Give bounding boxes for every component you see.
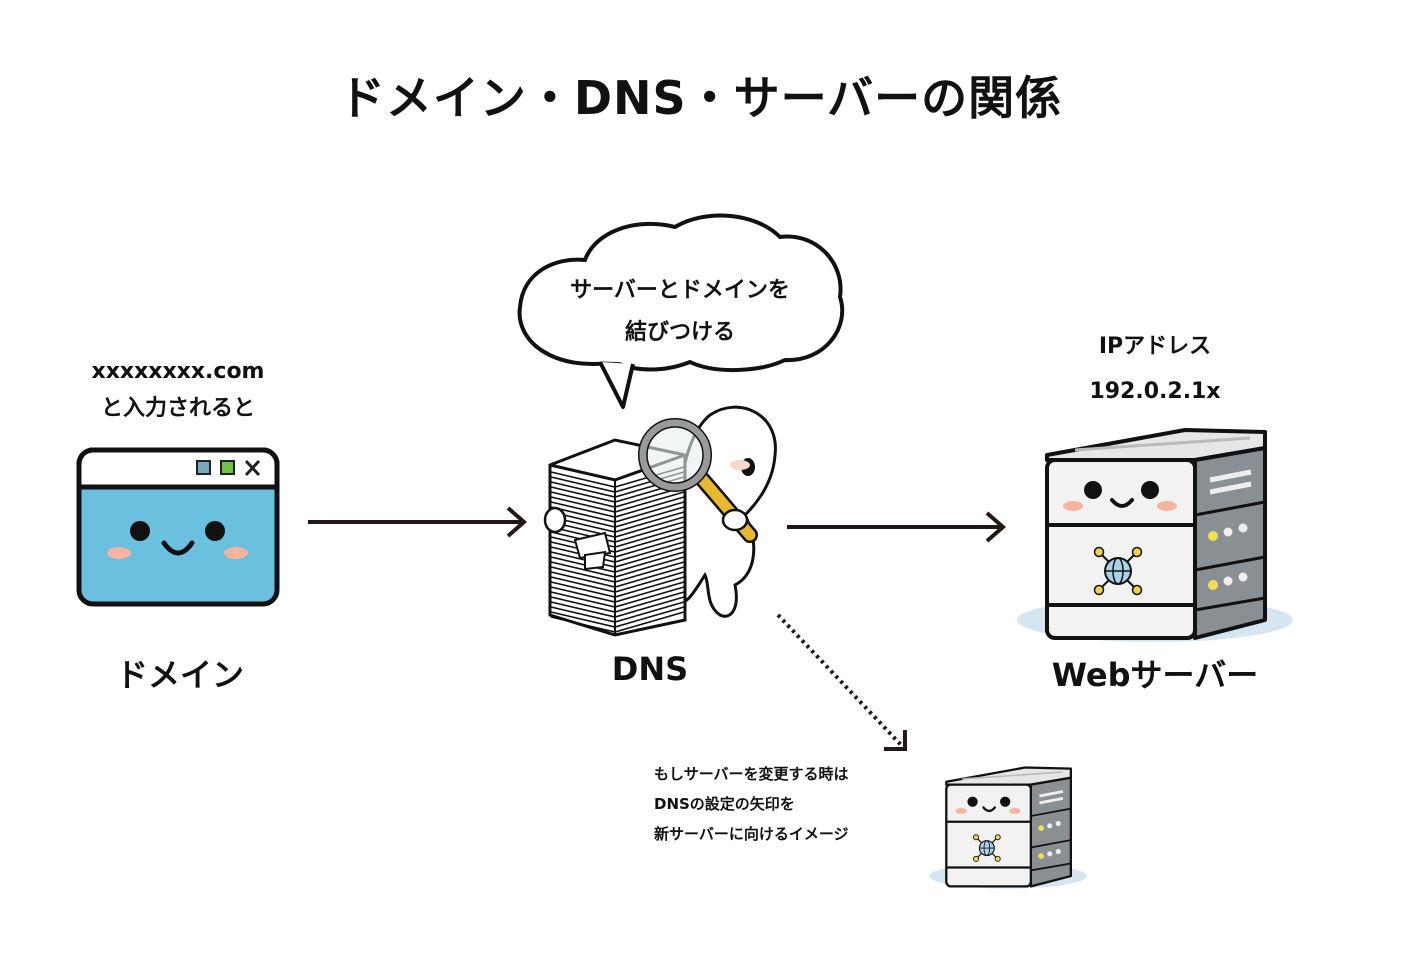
arrow-dns-to-webserver (787, 511, 1007, 543)
speech-bubble (517, 213, 845, 409)
paper-sheet-line (550, 596, 685, 618)
window-maximize-icon (220, 460, 235, 475)
paper-sheet-line (550, 541, 685, 563)
ip-address-label: IPアドレス (1098, 334, 1212, 359)
network-globe-icon (1093, 546, 1143, 596)
web-server-icon (1017, 428, 1293, 642)
paper-sheet-line (550, 506, 685, 528)
note-line-2: DNSの設定の矢印を (654, 795, 795, 813)
speech-line-2: 結びつける (624, 320, 735, 345)
paper-sheet-line (550, 531, 685, 553)
new-server-icon (929, 766, 1087, 889)
domain-label: ドメイン (115, 656, 244, 694)
paper-sheet-line (550, 486, 685, 508)
paper-sheet-line (550, 576, 685, 598)
paper-sheet-line (550, 496, 685, 518)
note-line-3: 新サーバーに向けるイメージ (654, 825, 849, 843)
paper-sheet-line (550, 601, 685, 623)
window-minimize-icon (196, 460, 211, 475)
browser-window-icon (76, 447, 280, 607)
paper-sheet-line (550, 561, 685, 583)
network-globe-icon (973, 834, 1001, 862)
paper-sheet-line (550, 611, 685, 633)
paper-sheet-line (550, 526, 685, 548)
dns-document-stack-icon (543, 405, 777, 637)
webserver-label: Webサーバー (1051, 656, 1259, 694)
paper-sheet-line (550, 551, 685, 573)
paper-sheet-line (550, 536, 685, 558)
paper-sheet-line (550, 501, 685, 523)
paper-sheet-line (550, 511, 685, 533)
window-close-icon (244, 459, 261, 477)
paper-sheet-line (550, 566, 685, 588)
ip-address-block: IPアドレス 192.0.2.1x (1045, 324, 1265, 414)
paper-sheet-line (550, 591, 685, 613)
paper-sheet-line (550, 546, 685, 568)
paper-sheet-line (550, 571, 685, 593)
domain-caption-url: xxxxxxxx.com (91, 359, 265, 384)
domain-caption-text: と入力されると (100, 396, 255, 421)
dns-label: DNS (611, 650, 689, 688)
ip-address-value: 192.0.2.1x (1089, 379, 1221, 404)
server-change-note: もしサーバーを変更する時は DNSの設定の矢印を 新サーバーに向けるイメージ (654, 759, 849, 849)
arrow-domain-to-dns (308, 506, 528, 538)
magnifier-lens (639, 419, 711, 491)
speech-bubble-text: サーバーとドメインを 結びつける (530, 270, 830, 354)
paper-sheet-line (550, 581, 685, 603)
paper-sheet-line (550, 521, 685, 543)
paper-sheet-line (550, 491, 685, 513)
paper-sheet-line (550, 586, 685, 608)
domain-caption: xxxxxxxx.com と入力されると (60, 353, 296, 427)
paper-sheet-line (550, 556, 685, 578)
paper-sheet-line (550, 516, 685, 538)
diagram-title: ドメイン・DNS・サーバーの関係 (338, 71, 1063, 125)
arrow-dns-to-new-server (776, 613, 907, 751)
note-line-1: もしサーバーを変更する時は (654, 765, 849, 783)
speech-line-1: サーバーとドメインを (570, 278, 790, 303)
paper-sheet-line (550, 606, 685, 628)
